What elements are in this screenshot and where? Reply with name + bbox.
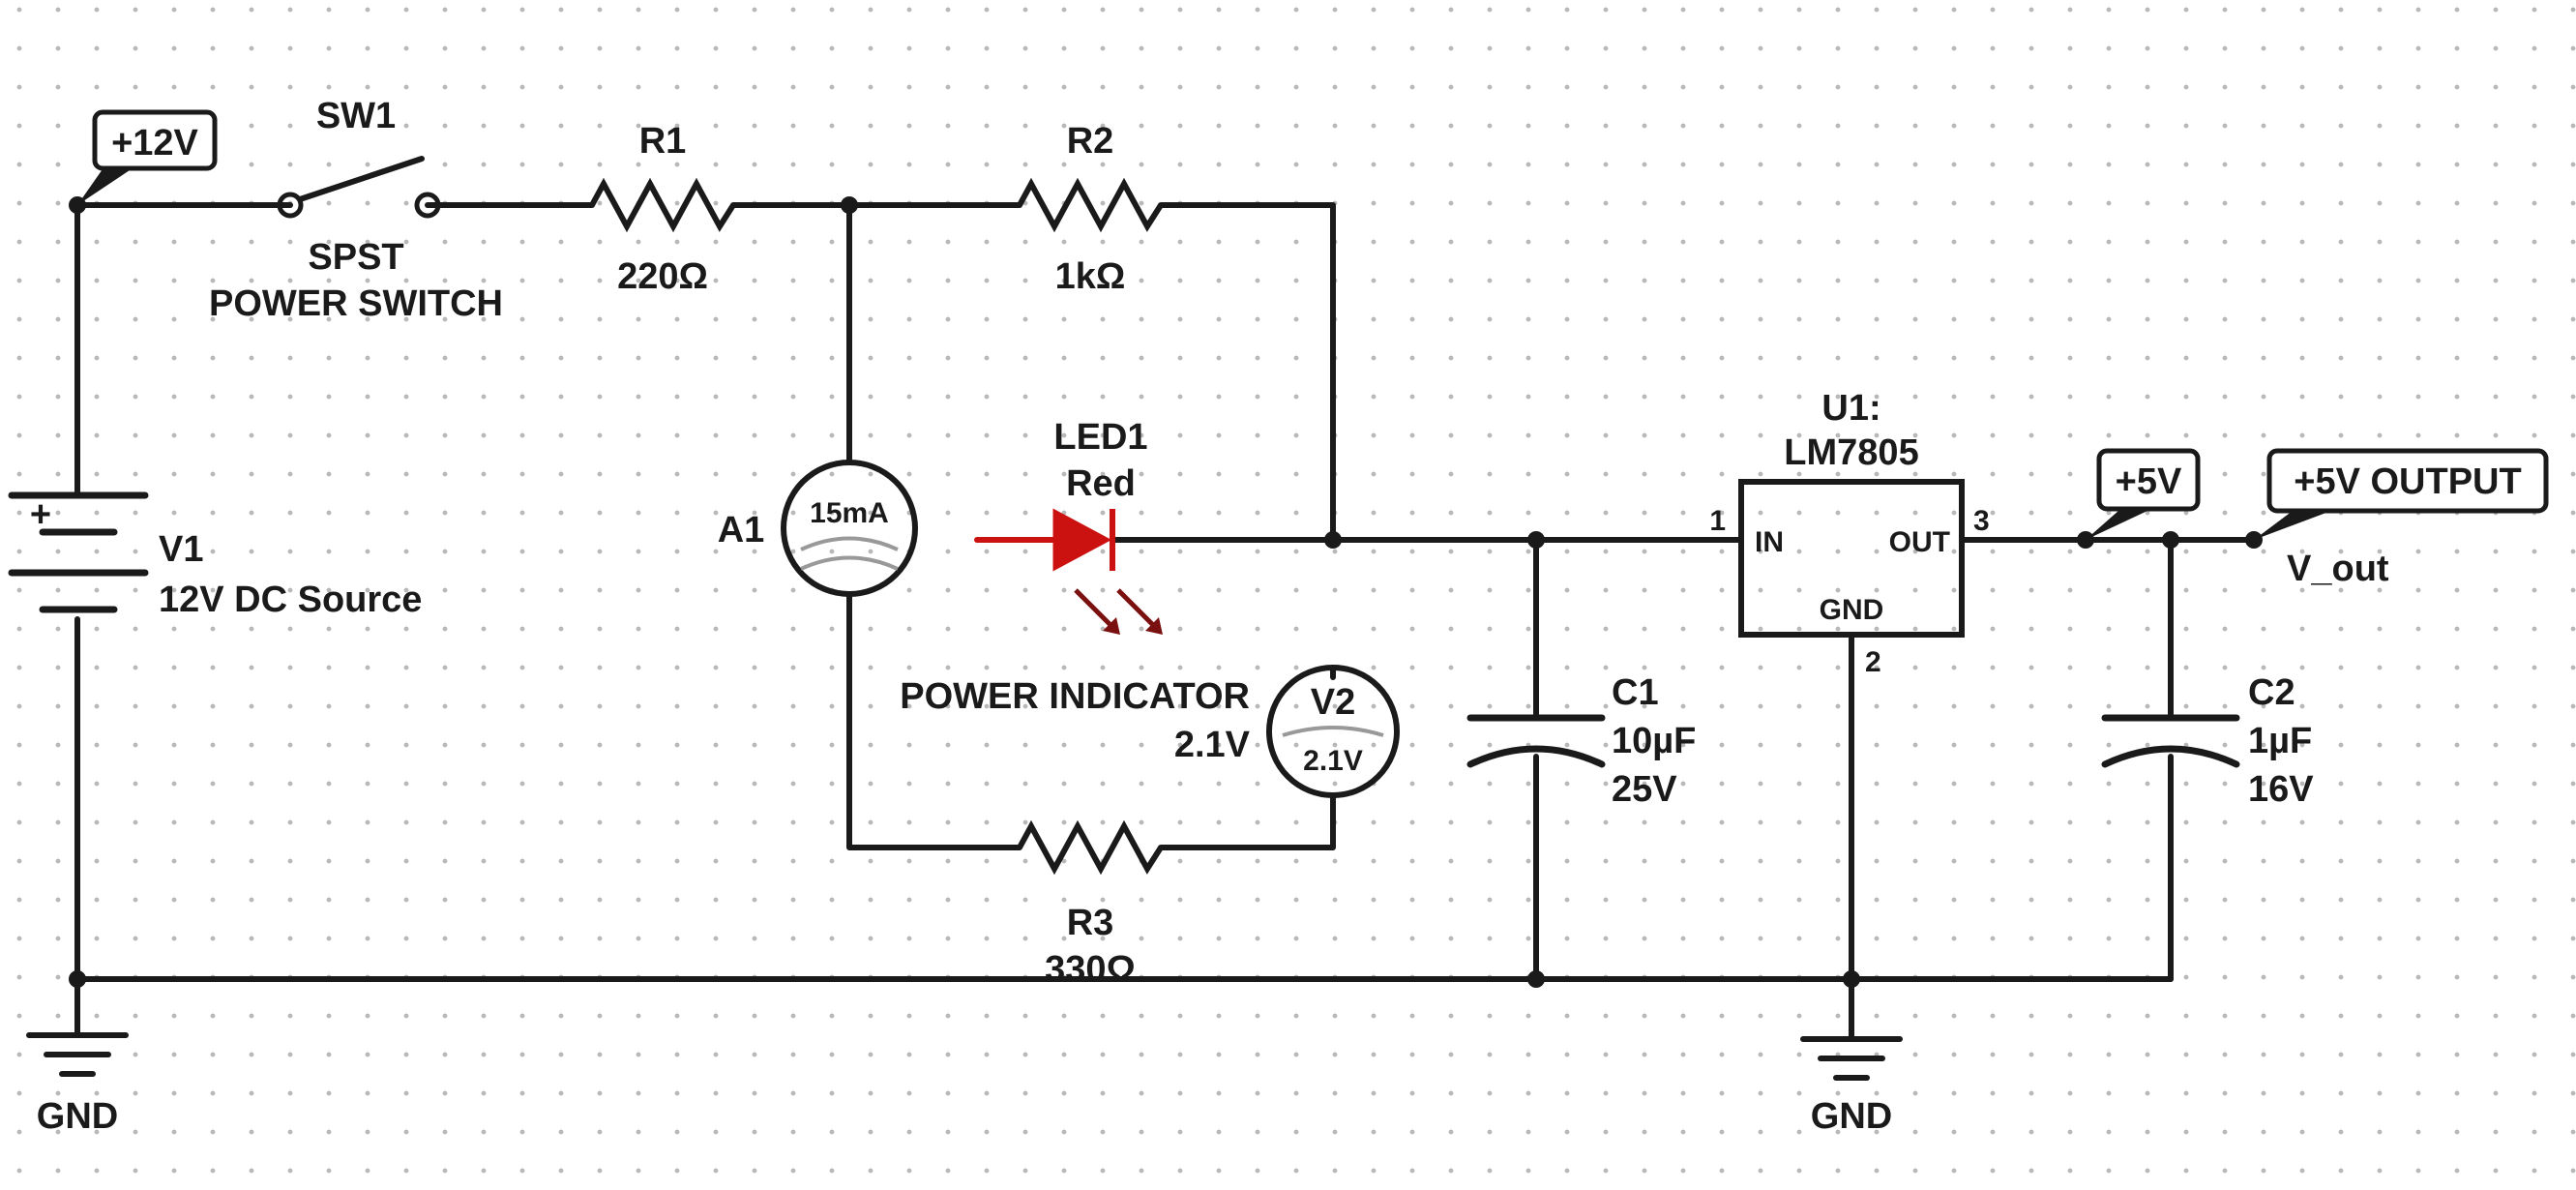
v1-plus-sign: +: [30, 494, 51, 535]
u1-pin2-number: 2: [1865, 646, 1881, 678]
led1-color: Red: [1066, 463, 1136, 504]
a1-reading: 15mA: [810, 497, 889, 529]
c1-voltage: 25V: [1612, 769, 1677, 810]
c1-ref: C1: [1612, 672, 1659, 713]
r3-value: 330Ω: [1045, 949, 1136, 990]
v1-desc: 12V DC Source: [159, 580, 422, 620]
power-indicator-label: POWER INDICATOR: [900, 676, 1250, 717]
r1-ref: R1: [639, 121, 687, 162]
r2-ref: R2: [1067, 121, 1114, 162]
net-tag-plus12v-label: +12V: [111, 123, 198, 164]
net-tag-plus5v-output-label: +5V OUTPUT: [2294, 461, 2521, 502]
r3-ref: R3: [1067, 903, 1114, 943]
switch-sw1[interactable]: SW1 SPST POWER SWITCH: [209, 96, 503, 324]
ammeter-a1[interactable]: 15mA A1: [718, 460, 918, 597]
r2-value: 1kΩ: [1055, 256, 1126, 297]
c2-voltage: 16V: [2248, 769, 2314, 810]
v2-reading: 2.1V: [1303, 745, 1363, 777]
a1-ref: A1: [718, 510, 765, 550]
battery-v1[interactable]: + V1 12V DC Source: [8, 491, 422, 620]
sw1-type: SPST: [308, 237, 403, 278]
v1-ref: V1: [159, 529, 203, 570]
resistor-r2[interactable]: R2 1kΩ: [1017, 121, 1164, 297]
led-led1[interactable]: LED1 Red: [1052, 417, 1163, 635]
u1-pin-out: OUT: [1889, 526, 1950, 558]
net-tag-plus5v[interactable]: +5V: [2086, 448, 2201, 540]
resistor-r3[interactable]: R3 330Ω: [1017, 819, 1164, 990]
u1-pin3-number: 3: [1973, 505, 1990, 537]
u1-part: LM7805: [1784, 432, 1918, 473]
net-tag-plus5v-output[interactable]: +5V OUTPUT V_out: [2254, 448, 2549, 589]
c1-capacitance: 10µF: [1612, 721, 1696, 761]
c2-capacitance: 1µF: [2248, 721, 2312, 761]
sw1-desc: POWER SWITCH: [209, 283, 503, 324]
net-tag-plus12v[interactable]: +12V: [77, 109, 218, 205]
junctions: [69, 196, 2263, 988]
ground-symbol-right: GND: [1800, 1036, 1903, 1137]
power-indicator-voltage: 2.1V: [1174, 725, 1251, 765]
r1-value: 220Ω: [617, 256, 708, 297]
capacitor-c2[interactable]: C2 1µF 16V: [2101, 672, 2314, 810]
u1-ref: U1:: [1821, 388, 1880, 429]
net-tag-plus5v-label: +5V: [2116, 461, 2182, 502]
u1-pin-in: IN: [1755, 526, 1784, 558]
capacitor-c1[interactable]: C1 10µF 25V: [1466, 672, 1696, 810]
v2-ref: V2: [1311, 682, 1355, 723]
wires: [74, 202, 2257, 1040]
led1-ref: LED1: [1053, 417, 1147, 458]
gnd-left-label: GND: [37, 1096, 118, 1137]
v-out-label: V_out: [2287, 549, 2389, 589]
ground-symbol-left: GND: [26, 1032, 129, 1137]
u1-pin1-number: 1: [1709, 505, 1726, 537]
resistor-r1[interactable]: R1 220Ω: [589, 121, 736, 297]
u1-pin-gnd: GND: [1820, 594, 1884, 626]
c2-ref: C2: [2248, 672, 2295, 713]
sw1-ref: SW1: [316, 96, 396, 136]
regulator-u1[interactable]: U1: LM7805 IN OUT GND 1 2 3: [1709, 388, 1989, 678]
voltmeter-v2[interactable]: V2 2.1V: [1266, 665, 1400, 798]
gnd-right-label: GND: [1811, 1096, 1892, 1137]
